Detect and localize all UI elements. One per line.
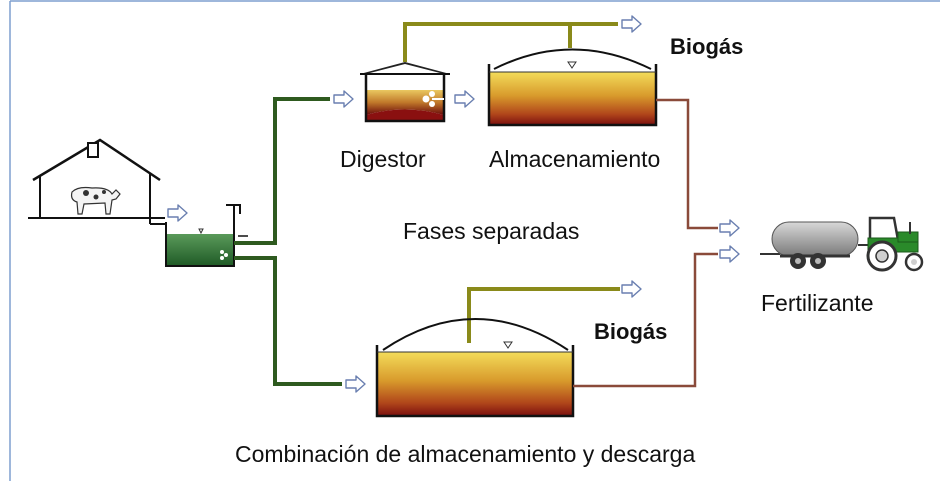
flow-arrow — [167, 204, 188, 222]
label-digestor: Digestor — [340, 146, 426, 172]
flow-arrow — [333, 90, 354, 108]
storage-tank-bottom — [375, 318, 575, 418]
flow-arrow — [454, 90, 475, 108]
collection-pit — [150, 204, 248, 267]
slurry-pipe — [234, 97, 342, 386]
storage-tank-top — [487, 48, 658, 127]
label-fases-separadas: Fases separadas — [403, 218, 579, 244]
biogas-pipe — [403, 22, 620, 343]
flow-arrow — [719, 219, 740, 237]
figure-frame — [9, 0, 940, 481]
biogas-outlet-arrow — [621, 280, 642, 298]
flow-arrow — [345, 375, 366, 393]
digestate-pipe — [573, 98, 718, 388]
barn-icon — [28, 138, 165, 224]
label-biogas-top: Biogás — [670, 34, 743, 59]
label-biogas-bottom: Biogás — [594, 319, 667, 344]
label-fertilizante: Fertilizante — [761, 290, 873, 316]
cow-icon — [70, 186, 121, 215]
tractor-icon — [760, 216, 924, 272]
digestor-tank — [360, 62, 450, 123]
label-almacenamiento: Almacenamiento — [489, 146, 660, 172]
biogas-outlet-arrow — [621, 15, 642, 33]
label-combinacion: Combinación de almacenamiento y descarga — [235, 441, 695, 467]
flow-arrow — [719, 245, 740, 263]
